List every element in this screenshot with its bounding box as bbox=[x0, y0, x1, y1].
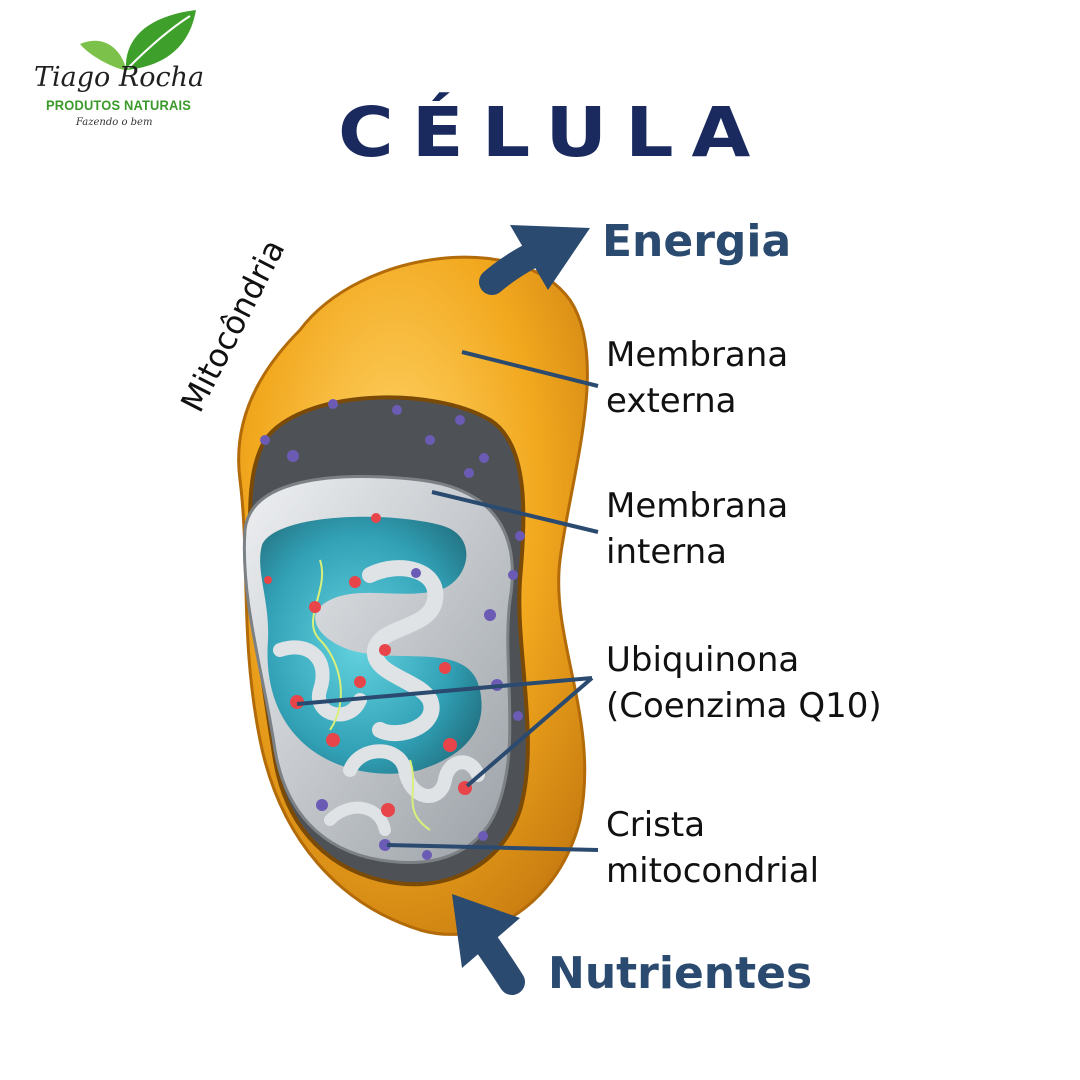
crista-fold bbox=[362, 560, 444, 742]
leader-lines bbox=[296, 350, 599, 852]
crista-label: Crista mitocondrial bbox=[606, 805, 820, 891]
ubiquinone-label: Ubiquinona (Coenzima Q10) bbox=[606, 640, 882, 726]
crista-fold bbox=[273, 640, 367, 722]
outer-membrane-label: Membrana externa bbox=[606, 335, 789, 421]
leaf-icon bbox=[80, 10, 196, 70]
energy-arrow-head bbox=[510, 225, 590, 290]
crista-fold bbox=[324, 801, 391, 836]
nutrients-label: Nutrientes bbox=[548, 948, 813, 999]
crista-fold bbox=[343, 744, 485, 803]
ubiquinone-particles bbox=[264, 513, 472, 817]
energy-label: Energia bbox=[602, 216, 792, 267]
logo-brand-name: Tiago Rocha bbox=[34, 62, 205, 93]
nutrients-arrow-head bbox=[452, 894, 520, 968]
logo-subtitle: PRODUTOS NATURAIS bbox=[46, 97, 192, 113]
page-title: CÉLULA bbox=[338, 92, 769, 173]
logo-tagline: Fazendo o bem bbox=[76, 117, 153, 128]
inner-membrane-label: Membrana interna bbox=[606, 486, 789, 572]
dna-strand bbox=[409, 759, 431, 831]
brand-logo: Tiago Rocha PRODUTOS NATURAIS Fazendo o … bbox=[28, 8, 204, 136]
